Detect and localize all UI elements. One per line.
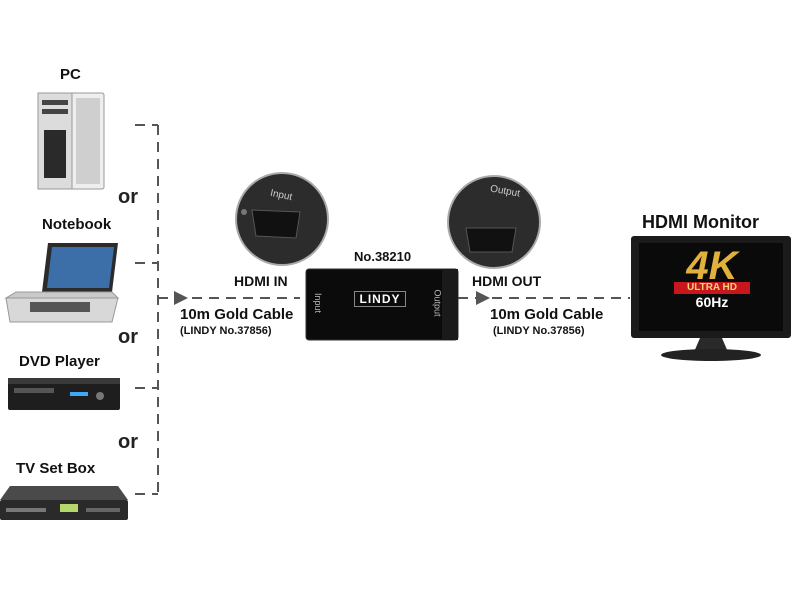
input-port-zoom	[235, 172, 329, 266]
4k-badge: 4K ULTRA HD 60Hz	[664, 244, 760, 314]
extender-device	[305, 268, 459, 341]
input-arrow-icon	[174, 291, 188, 305]
pc-label: PC	[60, 66, 81, 83]
tv-set-box-icon	[0, 486, 128, 520]
device-input-text: Input	[313, 292, 324, 314]
device-model-number: No.38210	[354, 249, 412, 264]
tv-set-box-label: TV Set Box	[16, 460, 96, 477]
hdmi-in-label: HDMI IN	[234, 273, 288, 289]
output-cable-title: 10m Gold Cable	[490, 306, 604, 323]
dvd-player-icon	[8, 378, 120, 410]
or-label-2: or	[118, 326, 138, 348]
pc-tower-icon	[37, 92, 105, 190]
input-cable-part: (LINDY No.37856)	[180, 325, 272, 337]
dvd-player-label: DVD Player	[19, 353, 100, 370]
monitor-title: HDMI Monitor	[642, 212, 759, 232]
device-output-text: Output	[432, 289, 443, 317]
badge-4k-text: 4K	[686, 244, 738, 288]
output-port-zoom	[447, 175, 541, 269]
badge-ultra-hd-band: ULTRA HD	[674, 282, 750, 294]
hdmi-out-label: HDMI OUT	[472, 273, 542, 289]
notebook-label: Notebook	[42, 216, 112, 233]
lindy-logo: LINDY	[354, 291, 406, 307]
input-cable-title: 10m Gold Cable	[180, 306, 294, 323]
badge-60hz-text: 60Hz	[695, 294, 729, 310]
output-arrow-icon	[476, 291, 490, 305]
output-cable-part: (LINDY No.37856)	[493, 325, 585, 337]
notebook-icon	[4, 243, 120, 323]
or-label-1: or	[118, 186, 138, 208]
or-label-3: or	[118, 431, 138, 453]
